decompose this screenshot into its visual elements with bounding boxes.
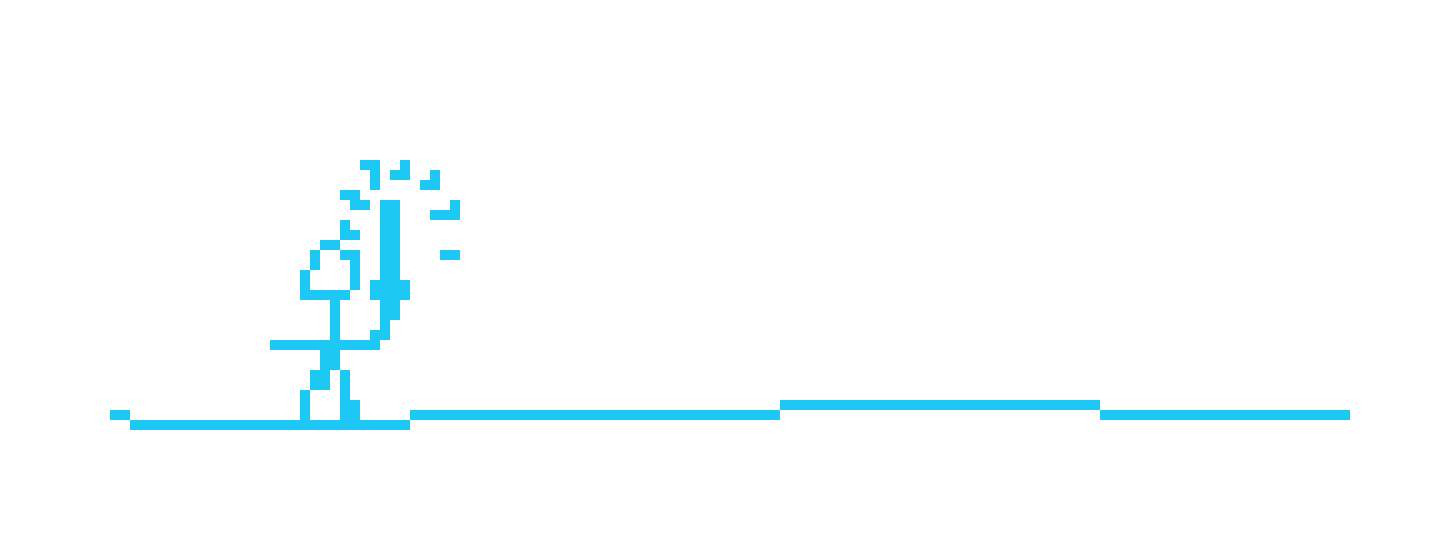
ground-segment	[410, 410, 780, 420]
sword-icon	[370, 200, 410, 330]
player-legs	[300, 370, 360, 420]
ground-ledge	[110, 410, 130, 420]
ground-segment	[1100, 410, 1350, 420]
player-head	[300, 240, 360, 300]
spark-icon	[340, 190, 370, 210]
stick-figure-player	[270, 240, 390, 420]
spark-icon	[430, 200, 460, 220]
spark-icon	[360, 160, 380, 190]
ground-segment	[780, 400, 1100, 410]
spark-icon	[420, 170, 440, 190]
spark-icon	[440, 250, 460, 260]
spark-icon	[340, 220, 360, 240]
player-body	[270, 300, 390, 370]
ground-line	[110, 400, 1350, 430]
sword-spark-effect	[340, 160, 460, 260]
ground-segment	[130, 420, 410, 430]
spark-icon	[390, 160, 410, 180]
